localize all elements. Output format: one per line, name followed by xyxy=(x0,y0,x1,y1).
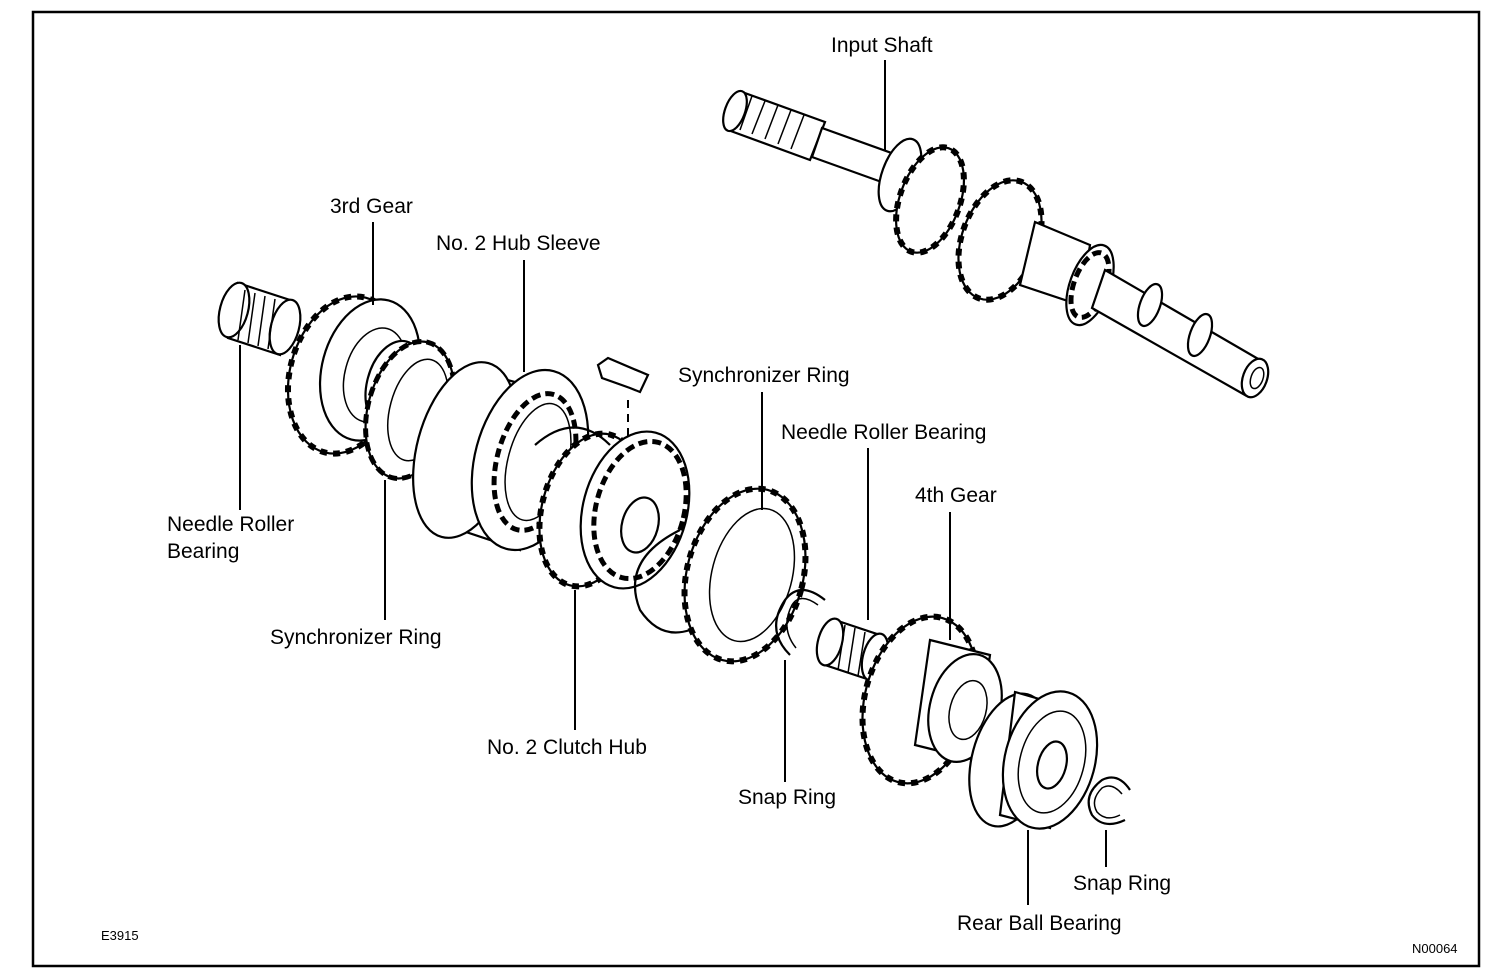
leader-lines xyxy=(239,60,1107,905)
label-synchronizer-ring-left: Synchronizer Ring xyxy=(270,626,442,649)
part-labels: Input Shaft 3rd Gear No. 2 Hub Sleeve Sy… xyxy=(101,34,1458,956)
snap-ring-right-drawing xyxy=(1087,776,1131,826)
label-input-shaft: Input Shaft xyxy=(831,34,933,57)
diagram-border xyxy=(31,10,1481,968)
needle-roller-bearing-left-drawing xyxy=(217,281,302,357)
label-no2-hub-sleeve: No. 2 Hub Sleeve xyxy=(436,232,601,255)
label-synchronizer-ring-right: Synchronizer Ring xyxy=(678,364,850,387)
figure-code-right: N00064 xyxy=(1412,941,1458,956)
label-needle-roller-bearing-left-line2: Bearing xyxy=(167,540,239,563)
input-shaft-drawing xyxy=(722,89,1270,399)
label-third-gear: 3rd Gear xyxy=(330,195,413,218)
label-rear-ball-bearing: Rear Ball Bearing xyxy=(957,912,1122,935)
label-snap-ring-right: Snap Ring xyxy=(1073,872,1171,895)
label-snap-ring-middle: Snap Ring xyxy=(738,786,836,809)
label-needle-roller-bearing-left-line1: Needle Roller xyxy=(167,513,294,536)
needle-roller-bearing-right-drawing xyxy=(815,617,890,682)
snap-ring-middle-drawing xyxy=(775,588,826,656)
rear-ball-bearing-drawing xyxy=(968,690,1099,830)
shifting-key-drawing xyxy=(596,356,650,440)
label-no2-clutch-hub: No. 2 Clutch Hub xyxy=(487,736,647,759)
label-fourth-gear: 4th Gear xyxy=(915,484,997,507)
fourth-gear-drawing xyxy=(859,613,1003,787)
label-needle-roller-bearing-right: Needle Roller Bearing xyxy=(781,421,986,444)
clutch-hub-drawing xyxy=(534,426,691,634)
figure-code-left: E3915 xyxy=(101,928,139,943)
